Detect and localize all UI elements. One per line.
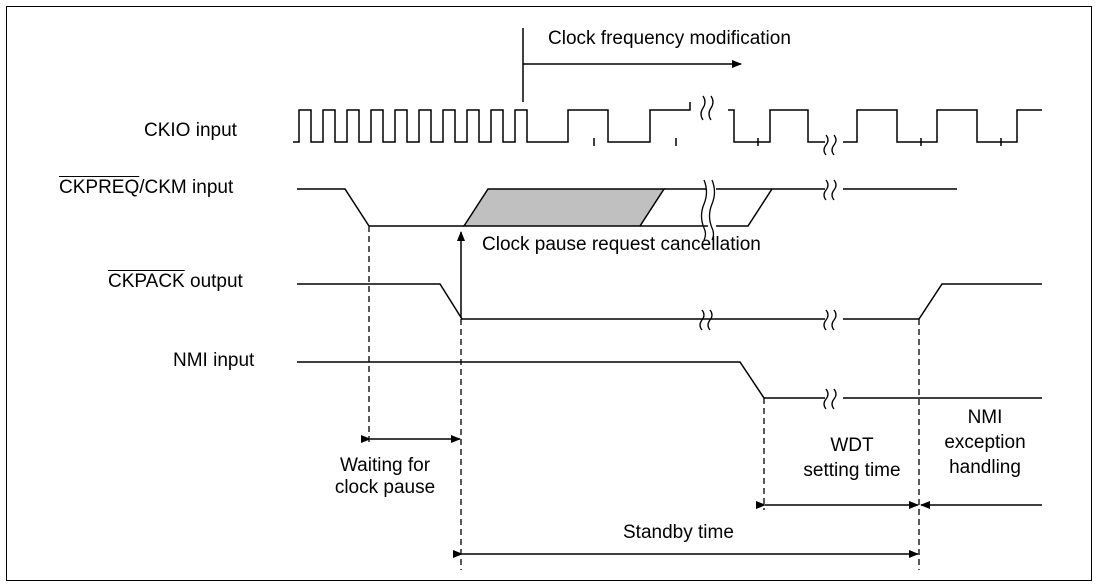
nmi-label: NMI input [173, 350, 255, 371]
waiting-label-line2: clock pause [334, 477, 436, 498]
wdt-label-line1: WDT [830, 435, 874, 456]
ckio-waveform [293, 102, 691, 143]
nmi-exception-line2: exception [944, 432, 1026, 453]
ckpreq-waveform [297, 179, 957, 241]
ckpack-waveform [297, 283, 1042, 331]
waiting-label-line1: Waiting for [339, 455, 431, 476]
nmi-exception-label: NMI exception handling [925, 407, 1045, 479]
wdt-label-line2: setting time [803, 460, 901, 481]
ckpreq-label: CKPREQ/CKM input [59, 177, 233, 199]
nmi-waveform [297, 361, 1042, 410]
wdt-label: WDT setting time [782, 433, 922, 482]
ckpack-label: CKPACK output [108, 271, 243, 293]
pause-cancellation-label: Clock pause request cancellation [482, 234, 761, 255]
diagram-frame [6, 6, 1092, 581]
ckpack-overline-text: CKPACK [108, 271, 185, 292]
clock-frequency-modification-label: Clock frequency modification [548, 28, 791, 49]
ckpreq-overline-text: CKPREQ [59, 177, 140, 198]
waiting-label: Waiting for clock pause [320, 455, 450, 499]
reference-lines [368, 226, 920, 570]
ckpreq-suffix-text: /CKM input [139, 177, 234, 198]
nmi-exception-line3: handling [949, 457, 1021, 478]
ckio-label: CKIO input [144, 120, 237, 141]
ckpack-suffix-text: output [184, 271, 243, 292]
standby-label: Standby time [623, 522, 734, 543]
nmi-exception-line1: NMI [967, 407, 1003, 428]
